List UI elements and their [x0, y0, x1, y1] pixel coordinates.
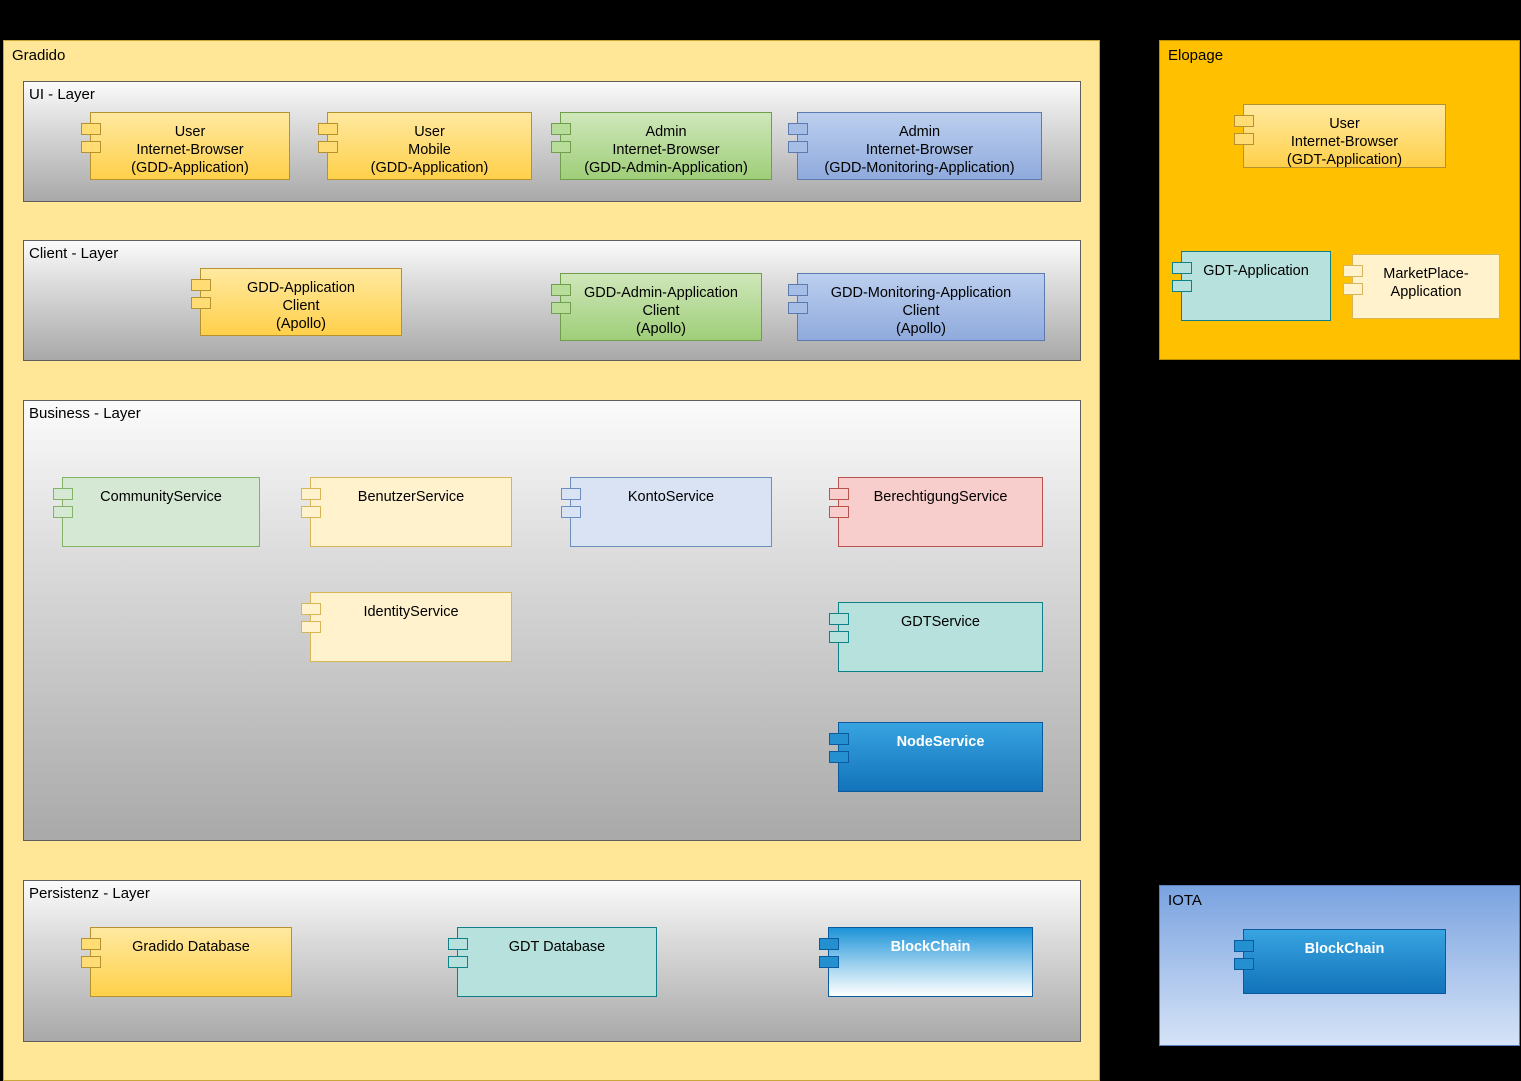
component-blockchain-iota: BlockChain — [1234, 929, 1446, 994]
component-tab-icon — [448, 956, 468, 968]
component-label: NodeService — [896, 734, 985, 750]
component-tab-icon — [829, 631, 849, 643]
component-tab-icon — [551, 284, 571, 296]
component-kontoservice: KontoService — [561, 477, 772, 547]
component-tab-icon — [788, 141, 808, 153]
component-label: Admin Internet-Browser (GDD-Monitoring-A… — [824, 124, 1015, 176]
component-benutzerservice: BenutzerService — [301, 477, 512, 547]
component-tab-icon — [191, 279, 211, 291]
component-label: GDT-Application — [1203, 263, 1309, 279]
component-gradido-database: Gradido Database — [81, 927, 292, 997]
component-tab-icon — [829, 506, 849, 518]
component-label: BlockChain — [890, 939, 971, 955]
component-communityservice: CommunityService — [53, 477, 260, 547]
component-label: GDT Database — [508, 939, 606, 955]
persistenz-layer: Persistenz - Layer Gradido Database GDT … — [23, 880, 1081, 1042]
component-identityservice: IdentityService — [301, 592, 512, 662]
component-tab-icon — [788, 302, 808, 314]
component-tab-icon — [788, 284, 808, 296]
component-tab-icon — [829, 613, 849, 625]
elopage-label: Elopage — [1168, 47, 1224, 64]
component-nodeservice: NodeService — [829, 722, 1043, 792]
component-gdt-database: GDT Database — [448, 927, 657, 997]
component-tab-icon — [81, 123, 101, 135]
component-label: KontoService — [627, 489, 715, 505]
component-label: Admin Internet-Browser (GDD-Admin-Applic… — [584, 124, 748, 176]
component-label: User Internet-Browser (GDD-Application) — [131, 124, 249, 176]
component-tab-icon — [1343, 283, 1363, 295]
component-label: User Mobile (GDD-Application) — [370, 124, 489, 176]
component-tab-icon — [301, 488, 321, 500]
component-tab-icon — [561, 506, 581, 518]
component-tab-icon — [191, 297, 211, 309]
component-tab-icon — [829, 733, 849, 745]
component-tab-icon — [788, 123, 808, 135]
component-label: GDD-Monitoring-Application Client (Apoll… — [830, 285, 1012, 337]
component-tab-icon — [551, 123, 571, 135]
component-tab-icon — [53, 488, 73, 500]
component-tab-icon — [1343, 265, 1363, 277]
component-tab-icon — [819, 938, 839, 950]
component-label: User Internet-Browser (GDT-Application) — [1286, 116, 1403, 168]
component-tab-icon — [829, 751, 849, 763]
component-label: BerechtigungService — [873, 489, 1008, 505]
component-tab-icon — [81, 141, 101, 153]
component-tab-icon — [301, 506, 321, 518]
component-tab-icon — [1172, 280, 1192, 292]
component-gdd-application-client: GDD-Application Client (Apollo) — [191, 268, 402, 336]
component-user-internet-browser-gdd-application: User Internet-Browser (GDD-Application) — [81, 112, 290, 180]
business-layer: Business - Layer CommunityService Benutz… — [23, 400, 1081, 841]
component-gdd-admin-application-client: GDD-Admin-Application Client (Apollo) — [551, 273, 762, 341]
business-layer-label: Business - Layer — [29, 405, 141, 422]
component-label: GDD-Admin-Application Client (Apollo) — [584, 285, 738, 337]
component-label: BlockChain — [1304, 941, 1385, 957]
persistenz-layer-label: Persistenz - Layer — [29, 885, 150, 902]
component-label: Gradido Database — [132, 939, 250, 955]
component-label: IdentityService — [363, 604, 459, 620]
elopage-container: Elopage User Internet-Browser (GDT-Appli… — [1159, 40, 1520, 360]
client-layer-label: Client - Layer — [29, 245, 119, 262]
component-tab-icon — [1234, 133, 1254, 145]
component-tab-icon — [829, 488, 849, 500]
component-admin-internet-browser-gdd-monitoring-application: Admin Internet-Browser (GDD-Monitoring-A… — [788, 112, 1042, 180]
component-tab-icon — [1234, 115, 1254, 127]
component-tab-icon — [448, 938, 468, 950]
component-blockchain-persistenz: BlockChain — [819, 927, 1033, 997]
component-gdt-application: GDT-Application — [1172, 251, 1331, 321]
gradido-container: Gradido UI - Layer User Internet-Browser… — [3, 40, 1100, 1081]
component-label: GDTService — [901, 614, 980, 630]
component-tab-icon — [1234, 940, 1254, 952]
component-berechtigungservice: BerechtigungService — [829, 477, 1043, 547]
component-user-internet-browser-gdt-application: User Internet-Browser (GDT-Application) — [1234, 104, 1446, 168]
component-tab-icon — [1234, 958, 1254, 970]
component-label: CommunityService — [100, 489, 222, 505]
component-label: GDD-Application Client (Apollo) — [247, 280, 355, 332]
component-admin-internet-browser-gdd-admin-application: Admin Internet-Browser (GDD-Admin-Applic… — [551, 112, 772, 180]
component-tab-icon — [81, 956, 101, 968]
ui-layer-label: UI - Layer — [29, 86, 95, 103]
component-tab-icon — [551, 141, 571, 153]
component-tab-icon — [318, 141, 338, 153]
client-layer: Client - Layer GDD-Application Client (A… — [23, 240, 1081, 361]
component-marketplace-application: MarketPlace- Application — [1343, 254, 1500, 319]
component-tab-icon — [81, 938, 101, 950]
component-tab-icon — [318, 123, 338, 135]
iota-label: IOTA — [1168, 892, 1202, 909]
component-tab-icon — [819, 956, 839, 968]
component-tab-icon — [561, 488, 581, 500]
gradido-label: Gradido — [12, 47, 66, 64]
component-tab-icon — [1172, 262, 1192, 274]
component-tab-icon — [301, 603, 321, 615]
ui-layer: UI - Layer User Internet-Browser (GDD-Ap… — [23, 81, 1081, 202]
component-gdd-monitoring-application-client: GDD-Monitoring-Application Client (Apoll… — [788, 273, 1045, 341]
component-user-mobile-gdd-application: User Mobile (GDD-Application) — [318, 112, 532, 180]
component-tab-icon — [301, 621, 321, 633]
component-label: MarketPlace- Application — [1383, 266, 1469, 300]
component-gdtservice: GDTService — [829, 602, 1043, 672]
component-tab-icon — [53, 506, 73, 518]
iota-container: IOTA BlockChain — [1159, 885, 1520, 1046]
component-tab-icon — [551, 302, 571, 314]
component-label: BenutzerService — [357, 489, 465, 505]
